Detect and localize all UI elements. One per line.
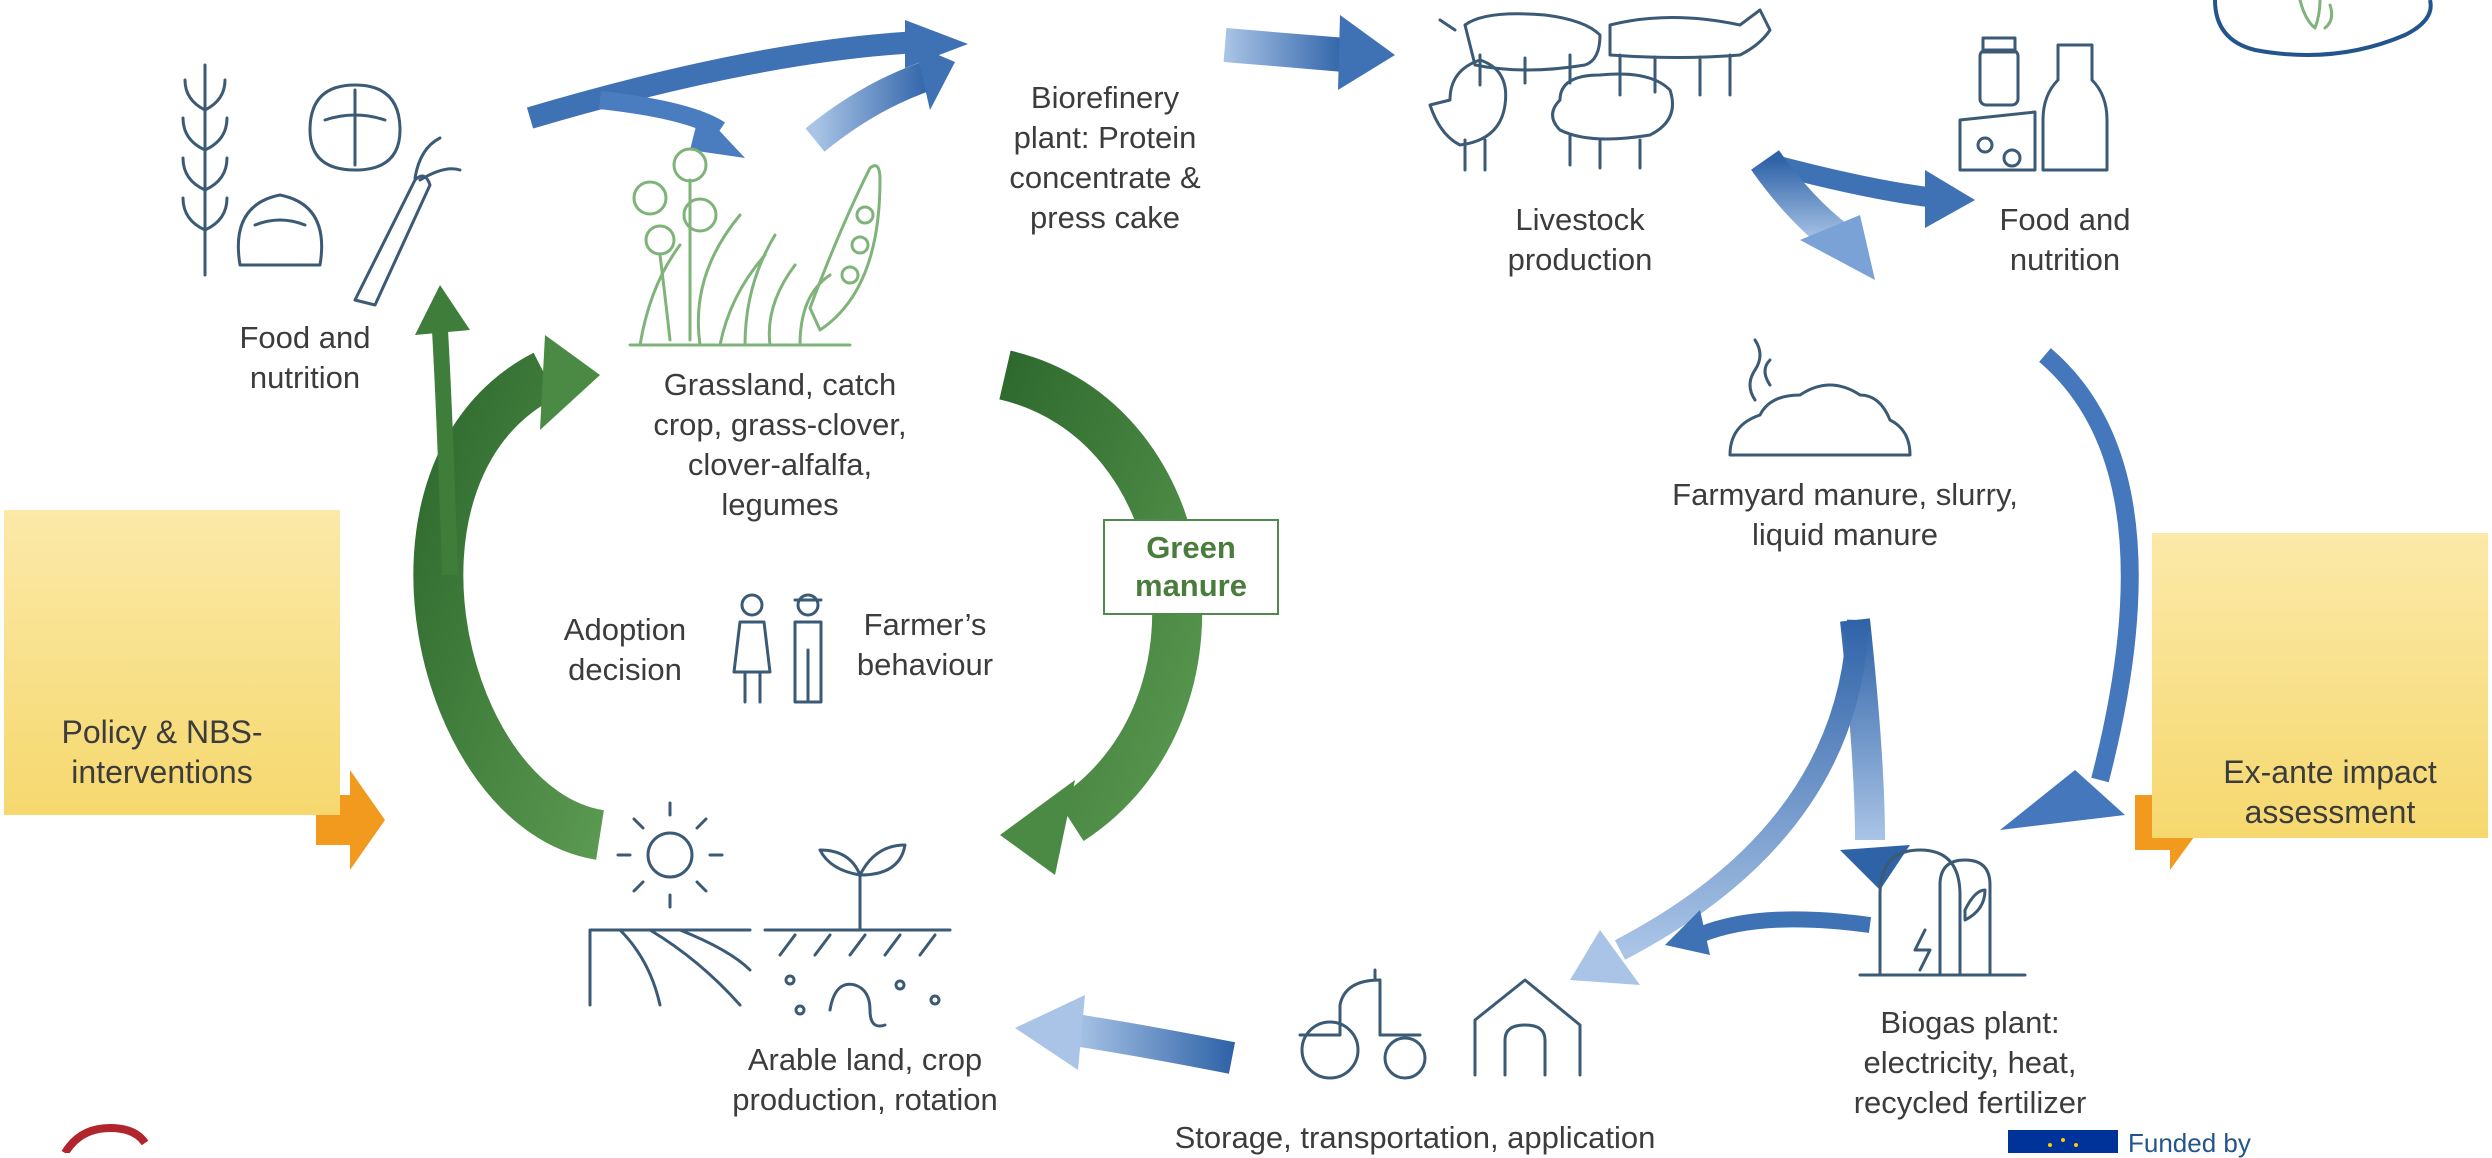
node-food-left: Food and nutrition <box>239 320 371 395</box>
impact-box <box>2152 533 2488 838</box>
node-arable: Arable land, crop production, rotation <box>732 1042 998 1117</box>
node-storage: Storage, transportation, application <box>1174 1120 1656 1155</box>
crops-icon <box>181 63 462 307</box>
arrow-biogas-to-storage <box>1665 910 1872 955</box>
arrow-green-to-food <box>415 285 470 576</box>
ministry-logo <box>61 1123 149 1153</box>
livestock-icon <box>1428 8 1772 172</box>
node-livestock: Livestock production <box>1507 202 1653 277</box>
arable-icon <box>588 801 952 1028</box>
policy-box-label: Policy & NBS- interventions <box>61 714 263 790</box>
arrow-food-to-biorefinery <box>526 20 968 158</box>
arrow-livestock-to-food <box>1772 155 1975 228</box>
node-manure: Farmyard manure, slurry, liquid manure <box>1672 477 2018 552</box>
manure-icon <box>1728 338 1912 457</box>
node-biorefinery: Biorefinery plant: Protein concentrate &… <box>1009 80 1201 235</box>
node-food-right: Food and nutrition <box>1999 202 2131 277</box>
arrow-livestock-to-manure <box>1751 150 1875 280</box>
dairy-icon <box>1958 36 2109 172</box>
policy-box <box>4 510 340 815</box>
grassland-icon <box>628 147 882 347</box>
arrow-food-to-biogas <box>2000 348 2139 830</box>
eu-flag <box>2008 1130 2118 1153</box>
biogas-icon <box>1858 848 2027 977</box>
impact-box-label: Ex-ante impact assessment <box>2223 754 2437 830</box>
people-icon <box>732 593 823 704</box>
funded-by-label: Funded by <box>2128 1128 2251 1158</box>
arrow-biorefinery-to-livestock <box>1223 15 1395 90</box>
arrow-storage-to-arable <box>1015 995 1236 1074</box>
node-biogas: Biogas plant: electricity, heat, recycle… <box>1853 1005 2087 1120</box>
green-manure-label: Green manure <box>1103 519 1279 615</box>
arrow-grassland-to-biorefinery <box>805 45 955 152</box>
arrow-manure-to-storage <box>1570 619 1869 985</box>
project-logo <box>2213 0 2433 57</box>
arrow-green-arable-to-grassland <box>413 335 606 860</box>
node-adoption: Adoption decision <box>563 612 687 687</box>
storage-icon <box>1298 968 1582 1080</box>
arrow-green-grassland-to-arable <box>998 350 1203 875</box>
node-grassland: Grassland, catch crop, grass-clover, clo… <box>653 367 907 522</box>
node-farmer: Farmer’s behaviour <box>856 607 994 682</box>
